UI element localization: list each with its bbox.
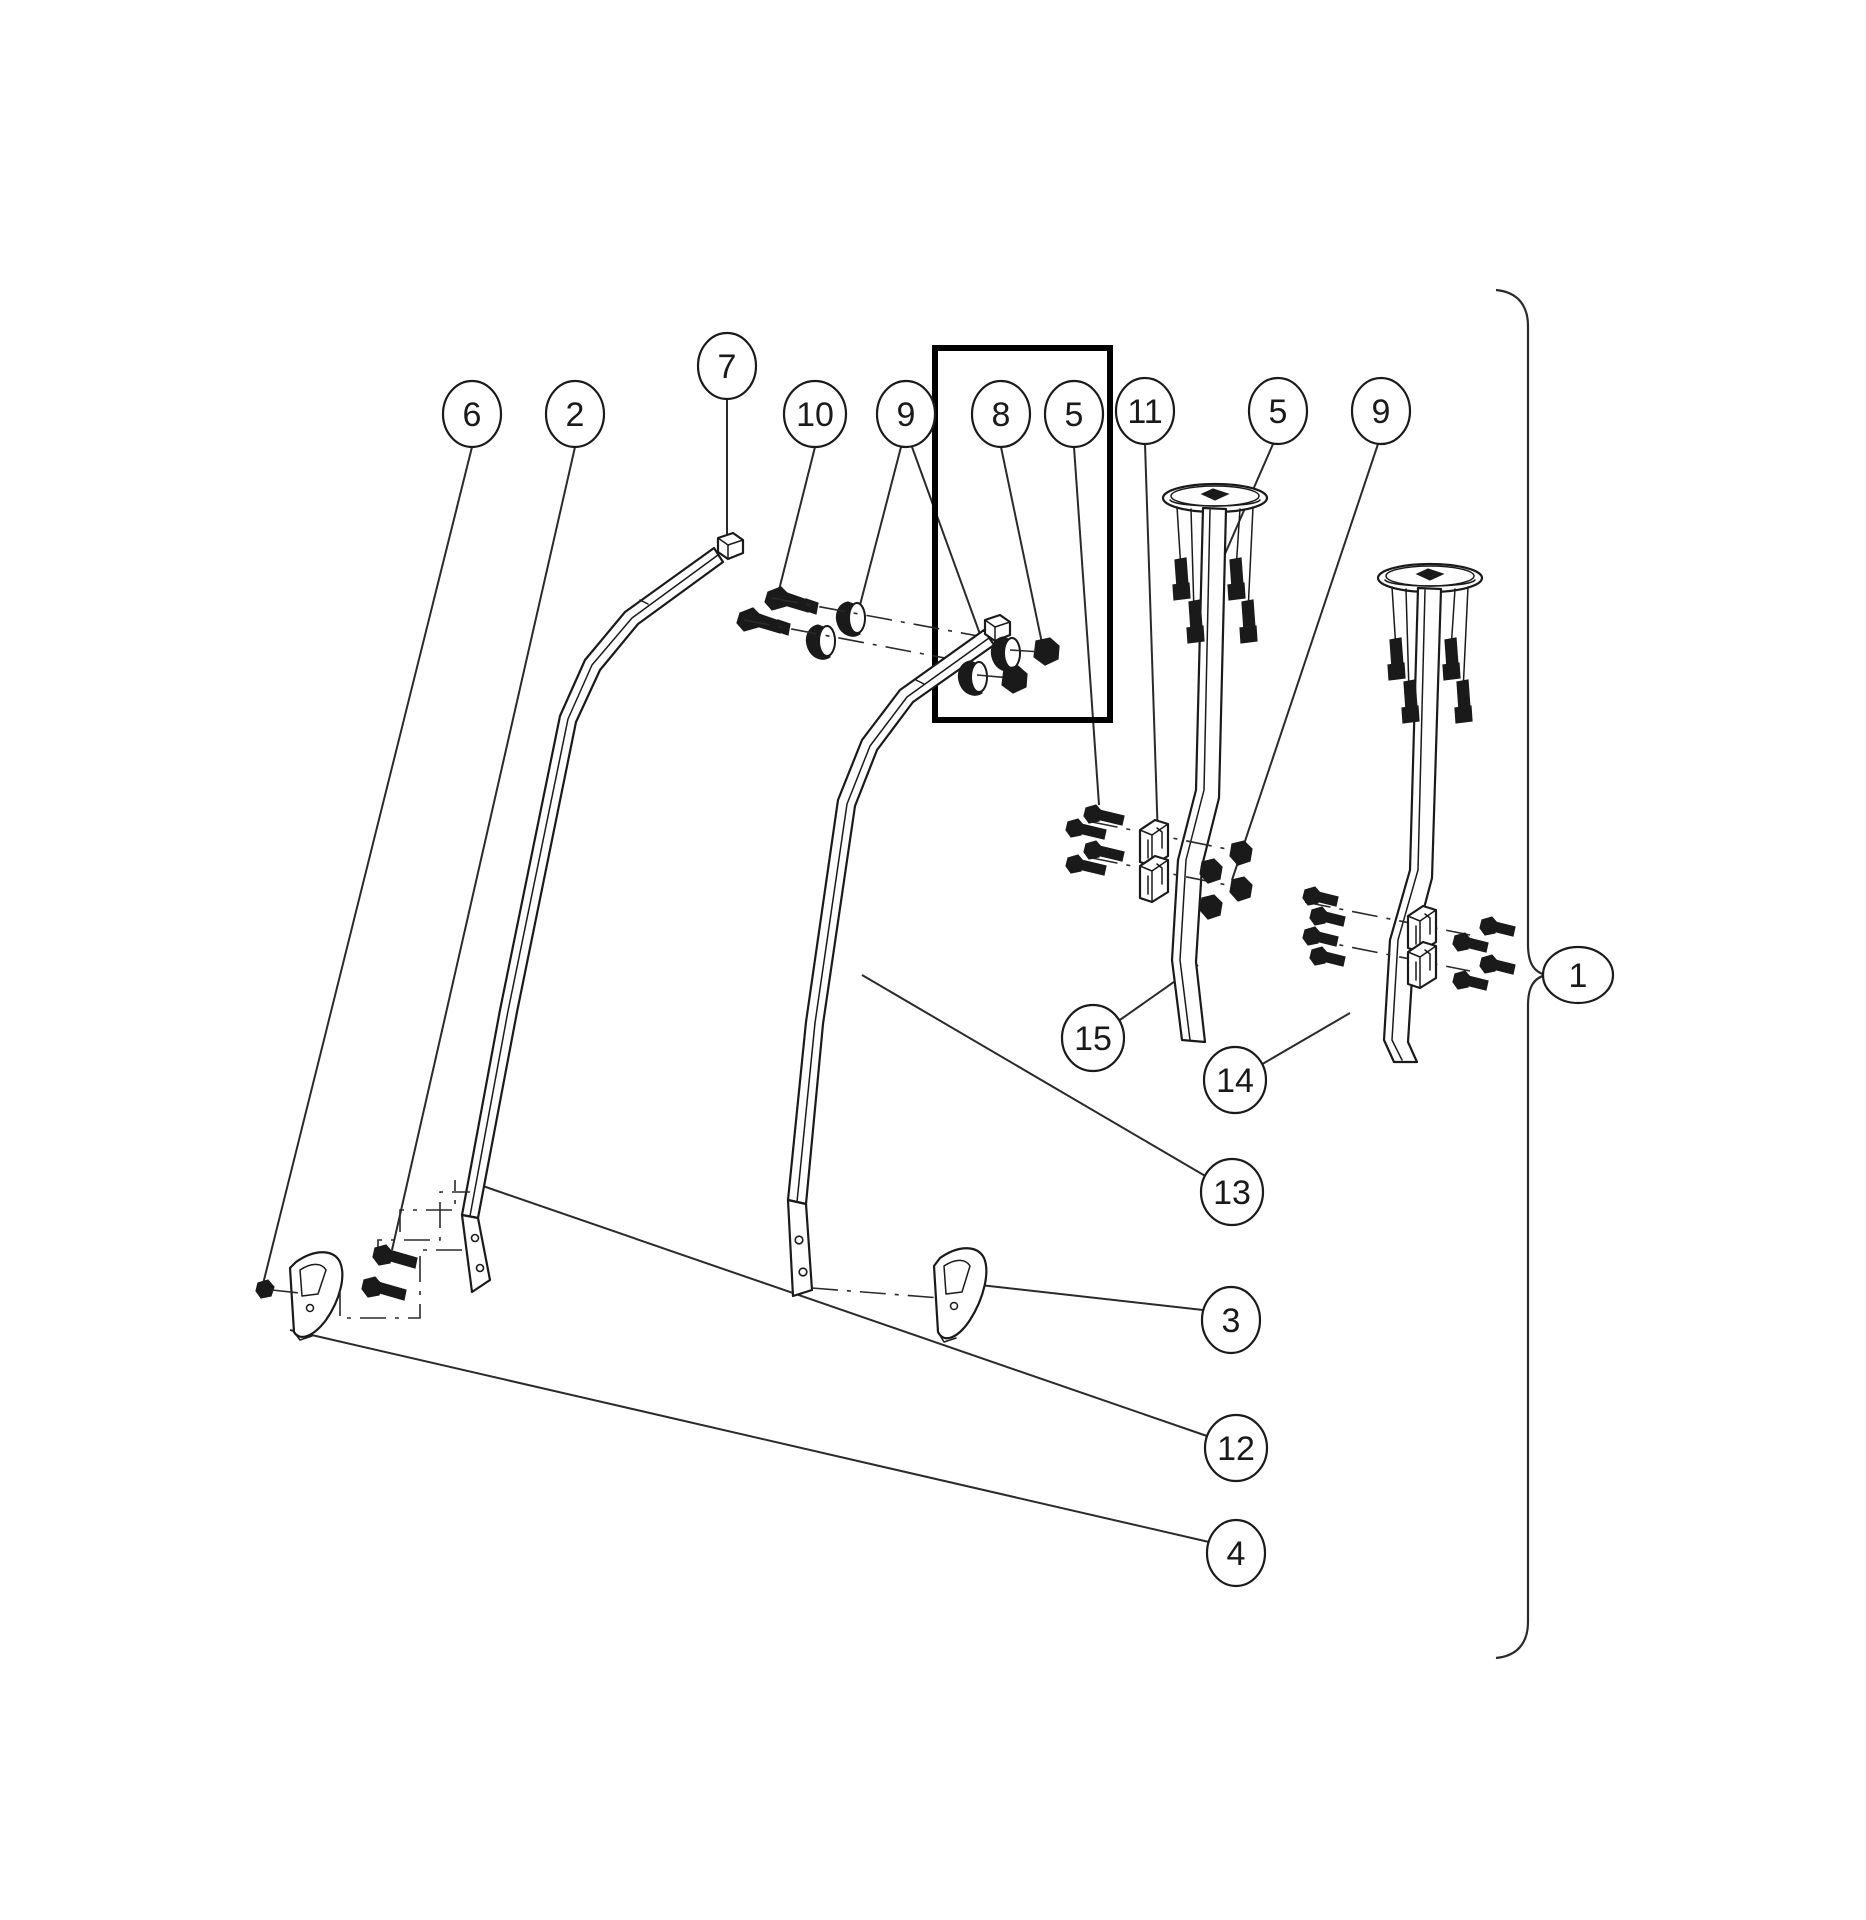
callout-5-right[interactable]: 5 <box>1247 376 1309 446</box>
clamp-bracket-right-upper <box>1406 904 1438 954</box>
detail-fasteners-group <box>957 636 1060 696</box>
clamp-bracket-right-lower <box>1406 940 1438 990</box>
leader-9a2 <box>911 446 986 649</box>
left-pin-part-6 <box>255 1279 275 1299</box>
callout-9-right[interactable]: 9 <box>1350 376 1412 446</box>
leader-11 <box>1144 443 1159 841</box>
hex-bolts-part-10 <box>736 586 819 636</box>
lock-nut-detail-lower <box>1001 665 1028 694</box>
callout-11[interactable]: 11 <box>1114 376 1176 446</box>
leader-9a1 <box>859 446 902 606</box>
callout-1[interactable]: 1 <box>1541 945 1615 1005</box>
callout-5-left[interactable]: 5 <box>1043 379 1105 449</box>
leader-4 <box>289 1329 1210 1543</box>
clamp-bracket-group-right <box>1302 886 1516 991</box>
callout-4[interactable]: 4 <box>1205 1518 1267 1588</box>
left-foot-wedge-part-4 <box>288 1251 344 1341</box>
assembly-brace-1 <box>1495 288 1547 1660</box>
left-upper-tube-part-2 <box>460 546 725 1294</box>
leader-13 <box>861 974 1208 1178</box>
callout-6[interactable]: 6 <box>441 379 503 449</box>
bolt-upper <box>764 586 819 615</box>
nuts-center-right <box>1199 840 1253 920</box>
leader-5a <box>1073 446 1100 806</box>
right-post-assembly-part-14 <box>1376 562 1484 1064</box>
center-post-studs <box>1172 506 1258 644</box>
washer-lower <box>805 624 836 660</box>
clamp-bracket-lower <box>1138 854 1170 904</box>
bolt-lower <box>736 607 791 636</box>
callout-14[interactable]: 14 <box>1202 1045 1268 1115</box>
callout-3[interactable]: 3 <box>1200 1285 1262 1355</box>
callout-15[interactable]: 15 <box>1060 1003 1126 1073</box>
washer-upper <box>835 601 866 637</box>
callout-8[interactable]: 8 <box>970 379 1032 449</box>
end-cap-part-7 <box>716 531 745 561</box>
right-foot-wedge-part-3 <box>932 1247 988 1343</box>
callout-bubbles: 6 2 7 10 9 8 <box>441 331 1615 1588</box>
leader-lines <box>261 399 1379 1543</box>
leader-3 <box>979 1284 1204 1311</box>
bolts-center-left <box>1065 804 1125 876</box>
main-tube-end-cap <box>983 613 1012 643</box>
callout-13[interactable]: 13 <box>1199 1157 1265 1227</box>
callout-2[interactable]: 2 <box>544 379 606 449</box>
callout-7[interactable]: 7 <box>696 331 758 401</box>
leader-10 <box>778 446 816 591</box>
callout-10[interactable]: 10 <box>782 379 848 449</box>
bolts-right-right <box>1452 916 1516 991</box>
lock-nut-detail-upper <box>1033 637 1060 666</box>
leader-6 <box>261 446 473 1289</box>
main-tube-part-13 <box>786 628 996 1298</box>
lower-left-bolts <box>361 1244 418 1301</box>
detail-highlight-box <box>932 345 1113 723</box>
center-post-assembly-part-15 <box>1161 482 1269 1044</box>
right-post-studs <box>1387 586 1473 724</box>
leader-8 <box>1000 446 1044 649</box>
callout-12[interactable]: 12 <box>1203 1413 1269 1483</box>
clamp-bracket-group-center <box>1065 804 1253 920</box>
leader-12 <box>479 1184 1208 1437</box>
leader-2 <box>391 446 576 1251</box>
washer-detail-lower <box>957 660 988 696</box>
bolts-right-left <box>1302 886 1346 967</box>
leader-9b <box>1231 443 1379 881</box>
leader-14 <box>1258 1012 1351 1067</box>
callout-9-left[interactable]: 9 <box>875 379 937 449</box>
axis-lines-left-fasteners <box>743 597 1001 663</box>
